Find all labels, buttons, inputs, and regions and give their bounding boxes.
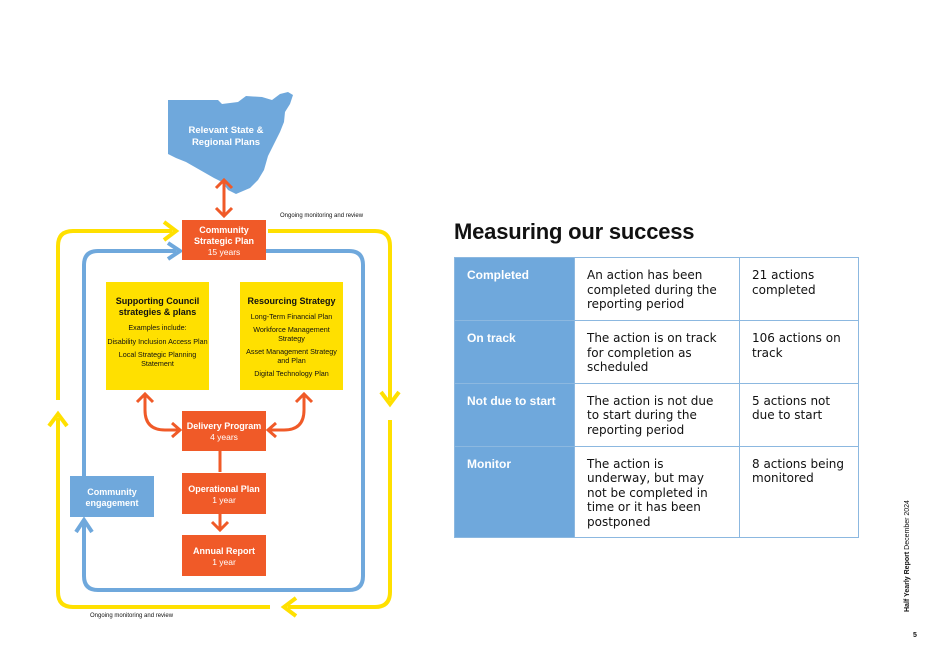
description-cell: The action is not due to start during th… (574, 382, 740, 447)
supporting-title: Supporting Council strategies & plans (115, 296, 200, 317)
operational-title: Operational Plan (188, 484, 260, 494)
success-measures-table: Completed An action has been completed d… (454, 257, 859, 538)
count-cell: 5 actions not due to start (739, 382, 859, 447)
operational-plan-box: Operational Plan 1 year (182, 473, 266, 514)
description-cell: The action is underway, but may not be c… (574, 445, 740, 538)
supporting-item: Disability Inclusion Access Plan (107, 337, 208, 346)
page-number: 5 (913, 632, 917, 639)
community-engagement-box: Community engagement (70, 476, 154, 517)
description-cell: The action is on track for completion as… (574, 320, 740, 384)
count-cell: 21 actions completed (739, 257, 859, 321)
state-plans-label: Relevant State & Regional Plans (188, 125, 264, 148)
resourcing-item: Asset Management Strategy and Plan (246, 347, 337, 365)
annual-title: Annual Report (193, 546, 255, 556)
status-cell: Not due to start (454, 382, 575, 447)
map-csp-arrow (214, 177, 234, 219)
nsw-map-shape (168, 92, 293, 194)
resourcing-item: Long-Term Financial Plan (250, 312, 333, 321)
measuring-heading: Measuring our success (454, 219, 695, 244)
delivery-arrows (135, 391, 314, 533)
engagement-title: Community engagement (85, 487, 139, 508)
monitoring-note-bottom: Ongoing monitoring and review (90, 613, 174, 619)
annual-report-box: Annual Report 1 year (182, 535, 266, 576)
footer-report-label: Half Yearly Report December 2024 (904, 500, 911, 612)
table-row: On track The action is on track for comp… (454, 320, 859, 384)
table-row: Not due to start The action is not due t… (454, 382, 859, 447)
delivery-title: Delivery Program (186, 421, 262, 431)
resourcing-item: Digital Technology Plan (254, 369, 329, 378)
supporting-lead: Examples include: (128, 323, 187, 332)
description-cell: An action has been completed during the … (574, 257, 740, 321)
delivery-program-box: Delivery Program 4 years (182, 411, 266, 451)
planning-framework-diagram: Relevant State & Regional Plans Ongoing … (0, 0, 440, 667)
inner-engagement-loop (74, 241, 365, 592)
community-strategic-plan-box: Community Strategic Plan 15 years (182, 220, 266, 260)
csp-title: Community Strategic Plan (193, 225, 255, 246)
count-cell: 106 actions on track (739, 320, 859, 384)
supporting-strategies-box: Supporting Council strategies & plans Ex… (106, 282, 209, 390)
footer-date: December 2024 (904, 500, 911, 550)
resourcing-strategy-box: Resourcing Strategy Long-Term Financial … (240, 282, 343, 390)
status-cell: Monitor (454, 445, 575, 538)
status-cell: Completed (454, 257, 575, 321)
csp-duration: 15 years (207, 247, 241, 257)
resourcing-title: Resourcing Strategy (247, 296, 336, 306)
delivery-duration: 4 years (210, 432, 238, 442)
footer-report-name: Half Yearly Report (904, 551, 911, 612)
outer-monitoring-loop (47, 220, 401, 618)
status-cell: On track (454, 320, 575, 384)
supporting-item: Local Strategic Planning Statement (118, 350, 197, 368)
resourcing-item: Workforce Management Strategy (253, 325, 330, 343)
table-row: Completed An action has been completed d… (454, 257, 859, 321)
count-cell: 8 actions being monitored (739, 445, 859, 538)
monitoring-note-top: Ongoing monitoring and review (280, 213, 364, 219)
table-row: Monitor The action is underway, but may … (454, 445, 859, 538)
annual-duration: 1 year (212, 557, 236, 567)
operational-duration: 1 year (212, 495, 236, 505)
diagram-connectors (47, 92, 401, 618)
